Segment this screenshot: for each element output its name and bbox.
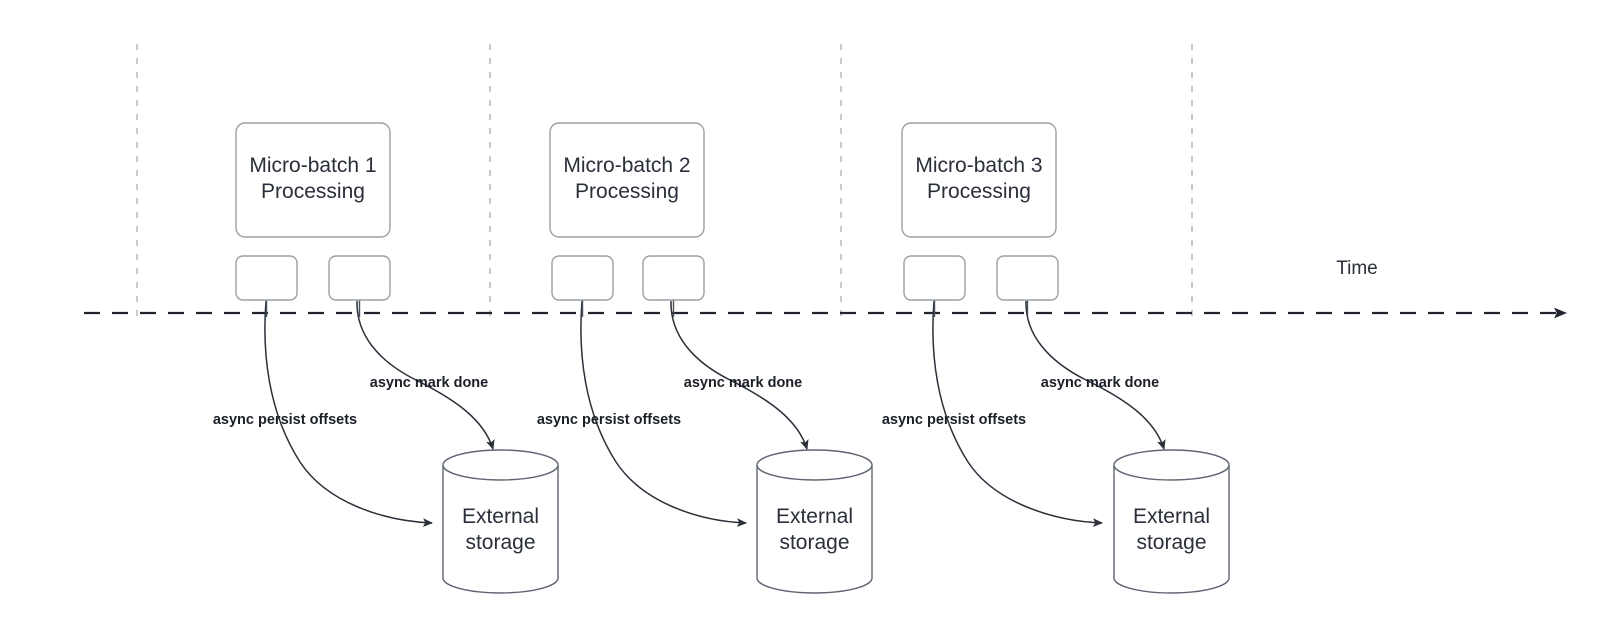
external-storage-2-label-line1: External: [776, 505, 853, 528]
async-mark-done-1-path: [356, 300, 495, 450]
async-persist-offsets-3: async persist offsets: [882, 300, 1103, 528]
async-persist-offsets-1: async persist offsets: [213, 300, 433, 528]
micro-batch-2-label-line2: Processing: [575, 180, 679, 203]
micro-batch-3-box[interactable]: [901, 122, 1057, 238]
micro-batch-2-box[interactable]: [549, 122, 705, 238]
async-mark-done-3-label: async mark done: [1041, 375, 1159, 391]
async-mark-done-1-label: async mark done: [370, 375, 488, 391]
external-storage-2-body: [756, 465, 873, 594]
batch-separators: [136, 44, 1193, 322]
micro-batch-1-box[interactable]: [235, 122, 391, 238]
async-mark-done-3-path: [1025, 300, 1166, 450]
mini-box-1a[interactable]: [235, 255, 298, 301]
mini-box-3b[interactable]: [996, 255, 1059, 301]
async-mark-done-1: async mark done: [356, 300, 495, 450]
external-storage-3-label-line1: External: [1133, 505, 1210, 528]
external-storage-1-label-line1: External: [462, 505, 539, 528]
micro-batch-3: async persist offsets async mark done Micr…: [882, 122, 1230, 594]
mini-box-2a[interactable]: [551, 255, 614, 301]
async-persist-offsets-2-label: async persist offsets: [537, 412, 681, 428]
external-storage-2-label-line2: storage: [779, 531, 849, 554]
external-storage-2-top: [756, 449, 873, 481]
async-mark-done-2-path: [670, 300, 809, 450]
external-storage-3-body: [1113, 465, 1230, 594]
mini-box-2b[interactable]: [642, 255, 705, 301]
external-storage-3[interactable]: External storage: [1113, 449, 1230, 594]
external-storage-3-label-line2: storage: [1136, 531, 1206, 554]
micro-batch-3-label-line2: Processing: [927, 180, 1031, 203]
async-persist-offsets-3-path: [932, 300, 1103, 528]
micro-batch-group: async persist offsets async mark done Micr…: [213, 122, 1230, 594]
mini-box-3a[interactable]: [903, 255, 966, 301]
micro-batch-1-label-line1: Micro-batch 1: [249, 154, 376, 177]
async-mark-done-3: async mark done: [1025, 300, 1166, 450]
mini-box-1b[interactable]: [328, 255, 391, 301]
external-storage-1[interactable]: External storage: [442, 449, 559, 594]
time-axis-label: Time: [1336, 258, 1378, 279]
async-mark-done-2: async mark done: [670, 300, 809, 450]
micro-batch-2: async persist offsets async mark done Micr…: [537, 122, 873, 594]
async-persist-offsets-3-label: async persist offsets: [882, 412, 1026, 428]
micro-batch-3-label-line1: Micro-batch 3: [915, 154, 1042, 177]
micro-batch-1: async persist offsets async mark done Micr…: [213, 122, 559, 594]
async-persist-offsets-1-path: [264, 300, 433, 528]
external-storage-1-body: [442, 465, 559, 594]
external-storage-1-label-line2: storage: [465, 531, 535, 554]
async-persist-offsets-1-label: async persist offsets: [213, 412, 357, 428]
external-storage-2[interactable]: External storage: [756, 449, 873, 594]
micro-batch-2-label-line1: Micro-batch 2: [563, 154, 690, 177]
external-storage-3-top: [1113, 449, 1230, 481]
async-persist-offsets-2: async persist offsets: [537, 300, 747, 528]
external-storage-1-top: [442, 449, 559, 481]
async-persist-offsets-2-path: [580, 300, 747, 528]
time-axis: Time: [84, 258, 1567, 319]
micro-batch-1-label-line2: Processing: [261, 180, 365, 203]
async-mark-done-2-label: async mark done: [684, 375, 802, 391]
